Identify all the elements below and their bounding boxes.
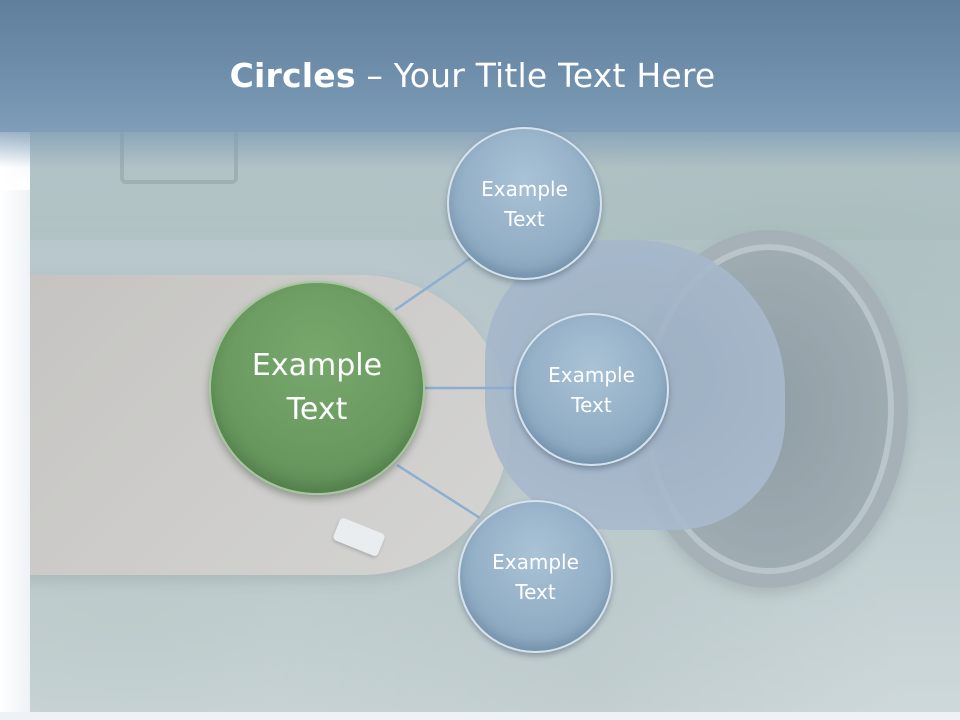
slide-title[interactable]: Circles – Your Title Text Here <box>0 54 945 98</box>
node-circle-1-label: Example Text <box>481 176 568 231</box>
slide-title-bold: Circles <box>229 56 356 95</box>
connector-line-3 <box>396 463 481 520</box>
node-circle-2-label: Example Text <box>548 362 635 417</box>
slide-title-rest: – Your Title Text Here <box>355 56 716 95</box>
node-circle-3[interactable]: Example Text <box>458 500 613 653</box>
bottom-margin-strip <box>0 712 960 720</box>
title-bar <box>0 0 960 132</box>
left-margin-strip <box>0 130 30 720</box>
center-circle-label: Example Text <box>251 348 383 427</box>
center-circle[interactable]: Example Text <box>209 281 425 495</box>
connector-line-1 <box>394 253 476 312</box>
node-circle-3-label: Example Text <box>492 549 579 604</box>
node-circle-1[interactable]: Example Text <box>447 127 602 280</box>
node-circle-2[interactable]: Example Text <box>514 313 669 466</box>
